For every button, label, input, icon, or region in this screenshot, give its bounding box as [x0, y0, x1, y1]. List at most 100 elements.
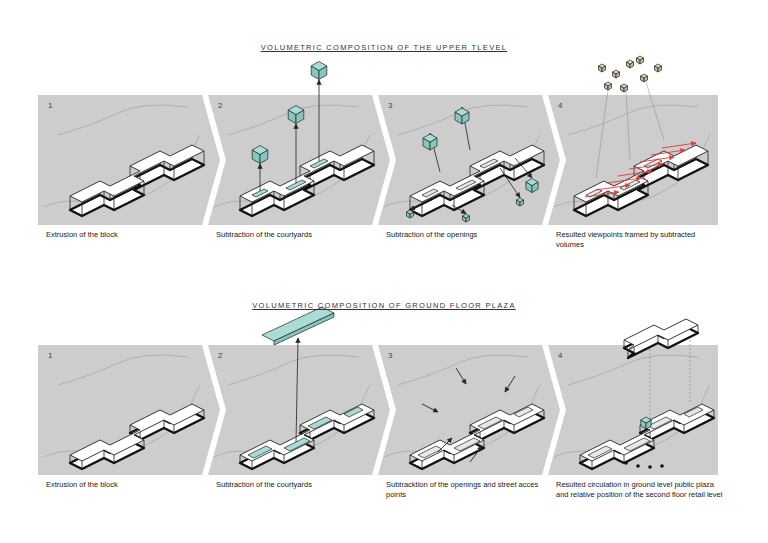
arrow-head	[433, 408, 438, 412]
subtraction-arrow	[618, 171, 652, 176]
step-caption: Subtracktion of the openings and street …	[386, 480, 554, 499]
step-caption: Resulted circulation in ground level pub…	[556, 480, 724, 499]
view-line	[646, 82, 664, 140]
arrow-head	[317, 80, 322, 85]
courtyard-void	[422, 189, 438, 197]
arrow-head	[258, 164, 263, 169]
access-point	[648, 465, 652, 469]
step-number: 1	[38, 101, 68, 111]
block-edge	[628, 350, 629, 358]
block-edge	[504, 420, 505, 428]
chevron-shape	[38, 95, 220, 225]
block-top	[70, 145, 204, 202]
arrow-head	[410, 206, 415, 210]
block-edge	[484, 440, 485, 448]
arrow-head	[447, 438, 452, 443]
arrow-head	[527, 173, 532, 178]
subtraction-arrow	[456, 368, 466, 384]
subtraction-arrow	[585, 192, 619, 197]
block-edge	[654, 440, 655, 448]
site-line	[398, 355, 528, 385]
step-caption: Subtraction of the courtyards	[216, 230, 384, 240]
arrow-head	[658, 162, 663, 167]
block-top	[410, 145, 544, 202]
block-edge	[454, 455, 455, 463]
site-line	[228, 105, 358, 135]
site-line	[228, 355, 358, 385]
subtraction-arrow	[662, 143, 696, 148]
block-edge	[544, 410, 545, 418]
block-edge	[658, 335, 659, 343]
block-edge	[240, 455, 241, 463]
projection-line	[690, 332, 691, 402]
block-edge	[444, 191, 445, 205]
site-line	[568, 355, 698, 385]
block-edge	[104, 191, 105, 205]
block-top	[574, 145, 708, 202]
courtyard-void	[454, 438, 480, 451]
block-edge	[586, 202, 587, 216]
block-edge	[374, 410, 375, 418]
subtraction-arrow	[596, 185, 630, 190]
site-line	[58, 355, 188, 385]
subtraction-arrow	[607, 178, 641, 183]
block-edge	[334, 420, 335, 428]
chevron-shape	[378, 95, 560, 225]
block-edge	[640, 425, 641, 433]
block-edge	[82, 202, 83, 216]
block-top	[624, 319, 698, 350]
view-object	[599, 64, 606, 68]
block-edge	[714, 410, 715, 418]
view-object	[605, 82, 612, 86]
site-line	[568, 105, 698, 135]
block-edge	[444, 450, 445, 458]
subtraction-arrow	[319, 80, 320, 161]
arrow-head	[669, 155, 674, 160]
block-edge	[574, 196, 575, 210]
heading-row: VOLUMETRIC COMPOSITION OF THE UPPER TLEV…	[0, 36, 768, 54]
block-edge	[70, 196, 71, 210]
block-edge	[284, 196, 285, 210]
subtraction-arrow	[515, 158, 532, 178]
courtyard-void	[478, 417, 502, 429]
arrow-head	[462, 379, 466, 384]
block-edge	[484, 181, 485, 195]
block-edge	[164, 161, 165, 175]
courtyard-void	[480, 159, 498, 168]
step-number: 3	[378, 351, 408, 361]
block-edge	[614, 450, 615, 458]
subtracted-volume	[407, 210, 414, 214]
courtyard-void	[344, 407, 363, 417]
block-edge	[618, 196, 619, 210]
subtraction-arrow	[640, 157, 674, 162]
site-line	[58, 105, 188, 135]
arrow-head	[680, 148, 685, 153]
subtracted-volume	[274, 313, 334, 345]
site-line	[398, 105, 528, 135]
subtraction-arrow	[296, 124, 297, 183]
courtyard-void	[456, 180, 476, 190]
block-edge	[284, 455, 285, 463]
block-edge	[514, 166, 515, 180]
access-point	[660, 464, 664, 468]
subtracted-volume	[526, 179, 538, 186]
step-number: 4	[548, 101, 578, 111]
block-edge	[144, 181, 145, 195]
block-edge	[580, 455, 581, 463]
subtraction-arrow	[500, 168, 520, 198]
arrow-head	[461, 209, 466, 213]
block-edge	[174, 166, 175, 180]
view-object	[613, 70, 620, 74]
chevron-shape	[38, 345, 220, 475]
courtyard-void	[684, 407, 703, 417]
subtraction-arrow	[651, 150, 685, 155]
courtyard-void	[588, 446, 612, 458]
subtracted-volume	[252, 146, 268, 155]
subtraction-arrow	[452, 205, 466, 214]
section-heading: VOLUMETRIC COMPOSITION OF THE UPPER TLEV…	[261, 43, 507, 52]
block-edge	[204, 410, 205, 418]
view-object	[641, 74, 648, 78]
block-top	[240, 404, 374, 461]
subtracted-volume	[311, 62, 327, 71]
courtyard-void	[648, 417, 672, 429]
